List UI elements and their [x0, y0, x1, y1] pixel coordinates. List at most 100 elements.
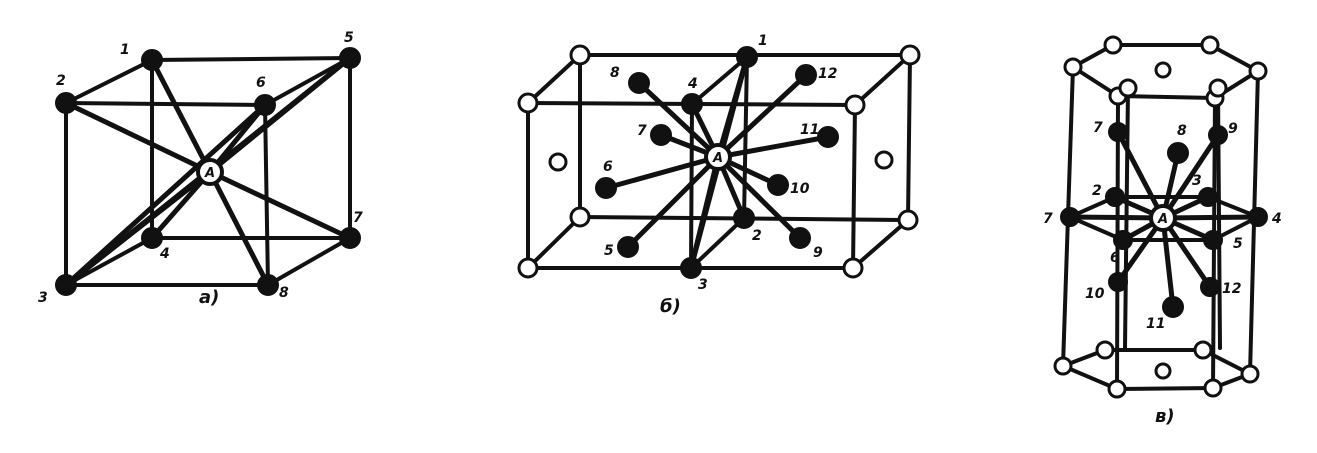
num-a-6: 6: [256, 75, 266, 91]
atom-c-bottom: [1240, 364, 1260, 384]
atom-c-2: [1105, 187, 1125, 207]
num-c-12: 12: [1222, 281, 1241, 297]
atom-b-corner: [899, 44, 921, 66]
atom-a-3: [55, 274, 77, 296]
atom-b-7: [650, 124, 672, 146]
atom-c-11: [1162, 296, 1184, 318]
num-b-9: 9: [813, 245, 823, 261]
num-a-1: 1: [120, 42, 130, 58]
num-c-4: 4: [1271, 211, 1282, 227]
atom-a-8: [257, 274, 279, 296]
panel-b-atoms: A: [517, 44, 921, 279]
panel-a-numbers: 1 2 3 4 5 6 7 8: [38, 30, 363, 306]
atom-b-corner: [842, 257, 864, 279]
num-b-12: 12: [818, 66, 837, 82]
atom-b-12: [795, 64, 817, 86]
atom-c-top: [1103, 35, 1123, 55]
atom-c-3: [1198, 187, 1218, 207]
num-b-6: 6: [603, 159, 613, 175]
num-c-5: 5: [1233, 236, 1243, 252]
atom-c-center: [1149, 204, 1177, 232]
atom-c-top: [1208, 78, 1228, 98]
num-c-3: 3: [1192, 173, 1202, 189]
atom-a-5: [339, 47, 361, 69]
atom-c-7: [1060, 207, 1080, 227]
num-a-2: 2: [56, 73, 66, 89]
caption-a: а): [199, 287, 219, 308]
atom-b-1: [736, 46, 758, 68]
atom-b-9: [789, 227, 811, 249]
atom-a-1: [141, 49, 163, 71]
atom-a-2: [55, 92, 77, 114]
atom-b-3: [680, 257, 702, 279]
caption-c: в): [1155, 406, 1175, 427]
panel-c-numbers: 2 3 4 5 6 7 7 8 9 10 11 12: [1043, 120, 1282, 332]
panel-b-numbers: 1 2 3 4 5 6 7 8 9 10 11 12: [603, 33, 837, 293]
panel-c-bonds: [1067, 129, 1261, 310]
atom-c-9: [1208, 125, 1228, 145]
atom-a-center: [196, 158, 224, 186]
atom-a-7: [339, 227, 361, 249]
num-b-11: 11: [800, 122, 819, 138]
atom-c-4: [1248, 207, 1268, 227]
caption-b: б): [660, 296, 681, 317]
atom-c-5: [1203, 230, 1223, 250]
atom-c-bottom: [1193, 340, 1213, 360]
atom-b-8: [628, 72, 650, 94]
atom-b-corner: [569, 206, 591, 228]
atom-b-center: [704, 143, 732, 171]
num-c-11: 11: [1146, 316, 1165, 332]
atom-c-bottom: [1203, 378, 1223, 398]
atom-c-top: [1063, 57, 1083, 77]
atom-c-bottom: [1053, 356, 1073, 376]
atom-c-7-upper: [1108, 122, 1128, 142]
atom-c-bottom-center: [1154, 362, 1172, 380]
atom-b-11: [817, 126, 839, 148]
num-c-9: 9: [1228, 121, 1238, 137]
atom-b-corner: [569, 44, 591, 66]
num-b-3: 3: [698, 277, 708, 293]
atom-b-corner: [517, 92, 539, 114]
panel-b-fcc-cube: A 1 2 3 4 5 6 7 8 9 10 11 12 б): [517, 33, 921, 317]
atom-c-bottom: [1095, 340, 1115, 360]
num-a-8: 8: [279, 285, 289, 301]
num-b-5: 5: [604, 243, 614, 259]
panel-a-bcc-cube: A 1 2 3 4 5 6 7 8 а): [38, 30, 363, 308]
num-a-4: 4: [159, 246, 170, 262]
center-label-b: A: [712, 151, 723, 166]
atom-c-top: [1118, 78, 1138, 98]
atom-c-top: [1248, 61, 1268, 81]
center-label-c: A: [1157, 212, 1168, 227]
panel-a-atoms: A: [55, 47, 361, 296]
center-label-a: A: [204, 166, 215, 181]
num-c-2: 2: [1092, 183, 1102, 199]
atom-c-bottom: [1107, 379, 1127, 399]
atom-c-10: [1108, 272, 1128, 292]
atom-b-4: [681, 93, 703, 115]
num-c-10: 10: [1085, 286, 1105, 302]
atom-b-corner: [897, 209, 919, 231]
atom-b-5: [617, 236, 639, 258]
atom-b-corner: [517, 257, 539, 279]
atom-c-top-center: [1154, 61, 1172, 79]
num-c-8: 8: [1177, 123, 1187, 139]
panel-a-bonds: [63, 55, 353, 288]
atom-b-face: [874, 150, 894, 170]
num-a-7: 7: [353, 210, 363, 226]
atom-c-12: [1200, 277, 1220, 297]
atom-b-face: [548, 152, 568, 172]
atom-b-6: [595, 177, 617, 199]
num-b-4: 4: [687, 76, 698, 92]
num-c-6: 6: [1110, 250, 1120, 266]
num-a-3: 3: [38, 290, 48, 306]
panel-c-atoms: A: [1053, 35, 1268, 399]
panel-b-bonds: [603, 54, 831, 271]
num-b-1: 1: [758, 33, 768, 49]
atom-b-2: [733, 207, 755, 229]
atom-a-4: [141, 227, 163, 249]
atom-c-6: [1113, 230, 1133, 250]
atom-c-8: [1167, 142, 1189, 164]
num-c-7-upper: 7: [1093, 120, 1103, 136]
num-b-7: 7: [637, 123, 647, 139]
